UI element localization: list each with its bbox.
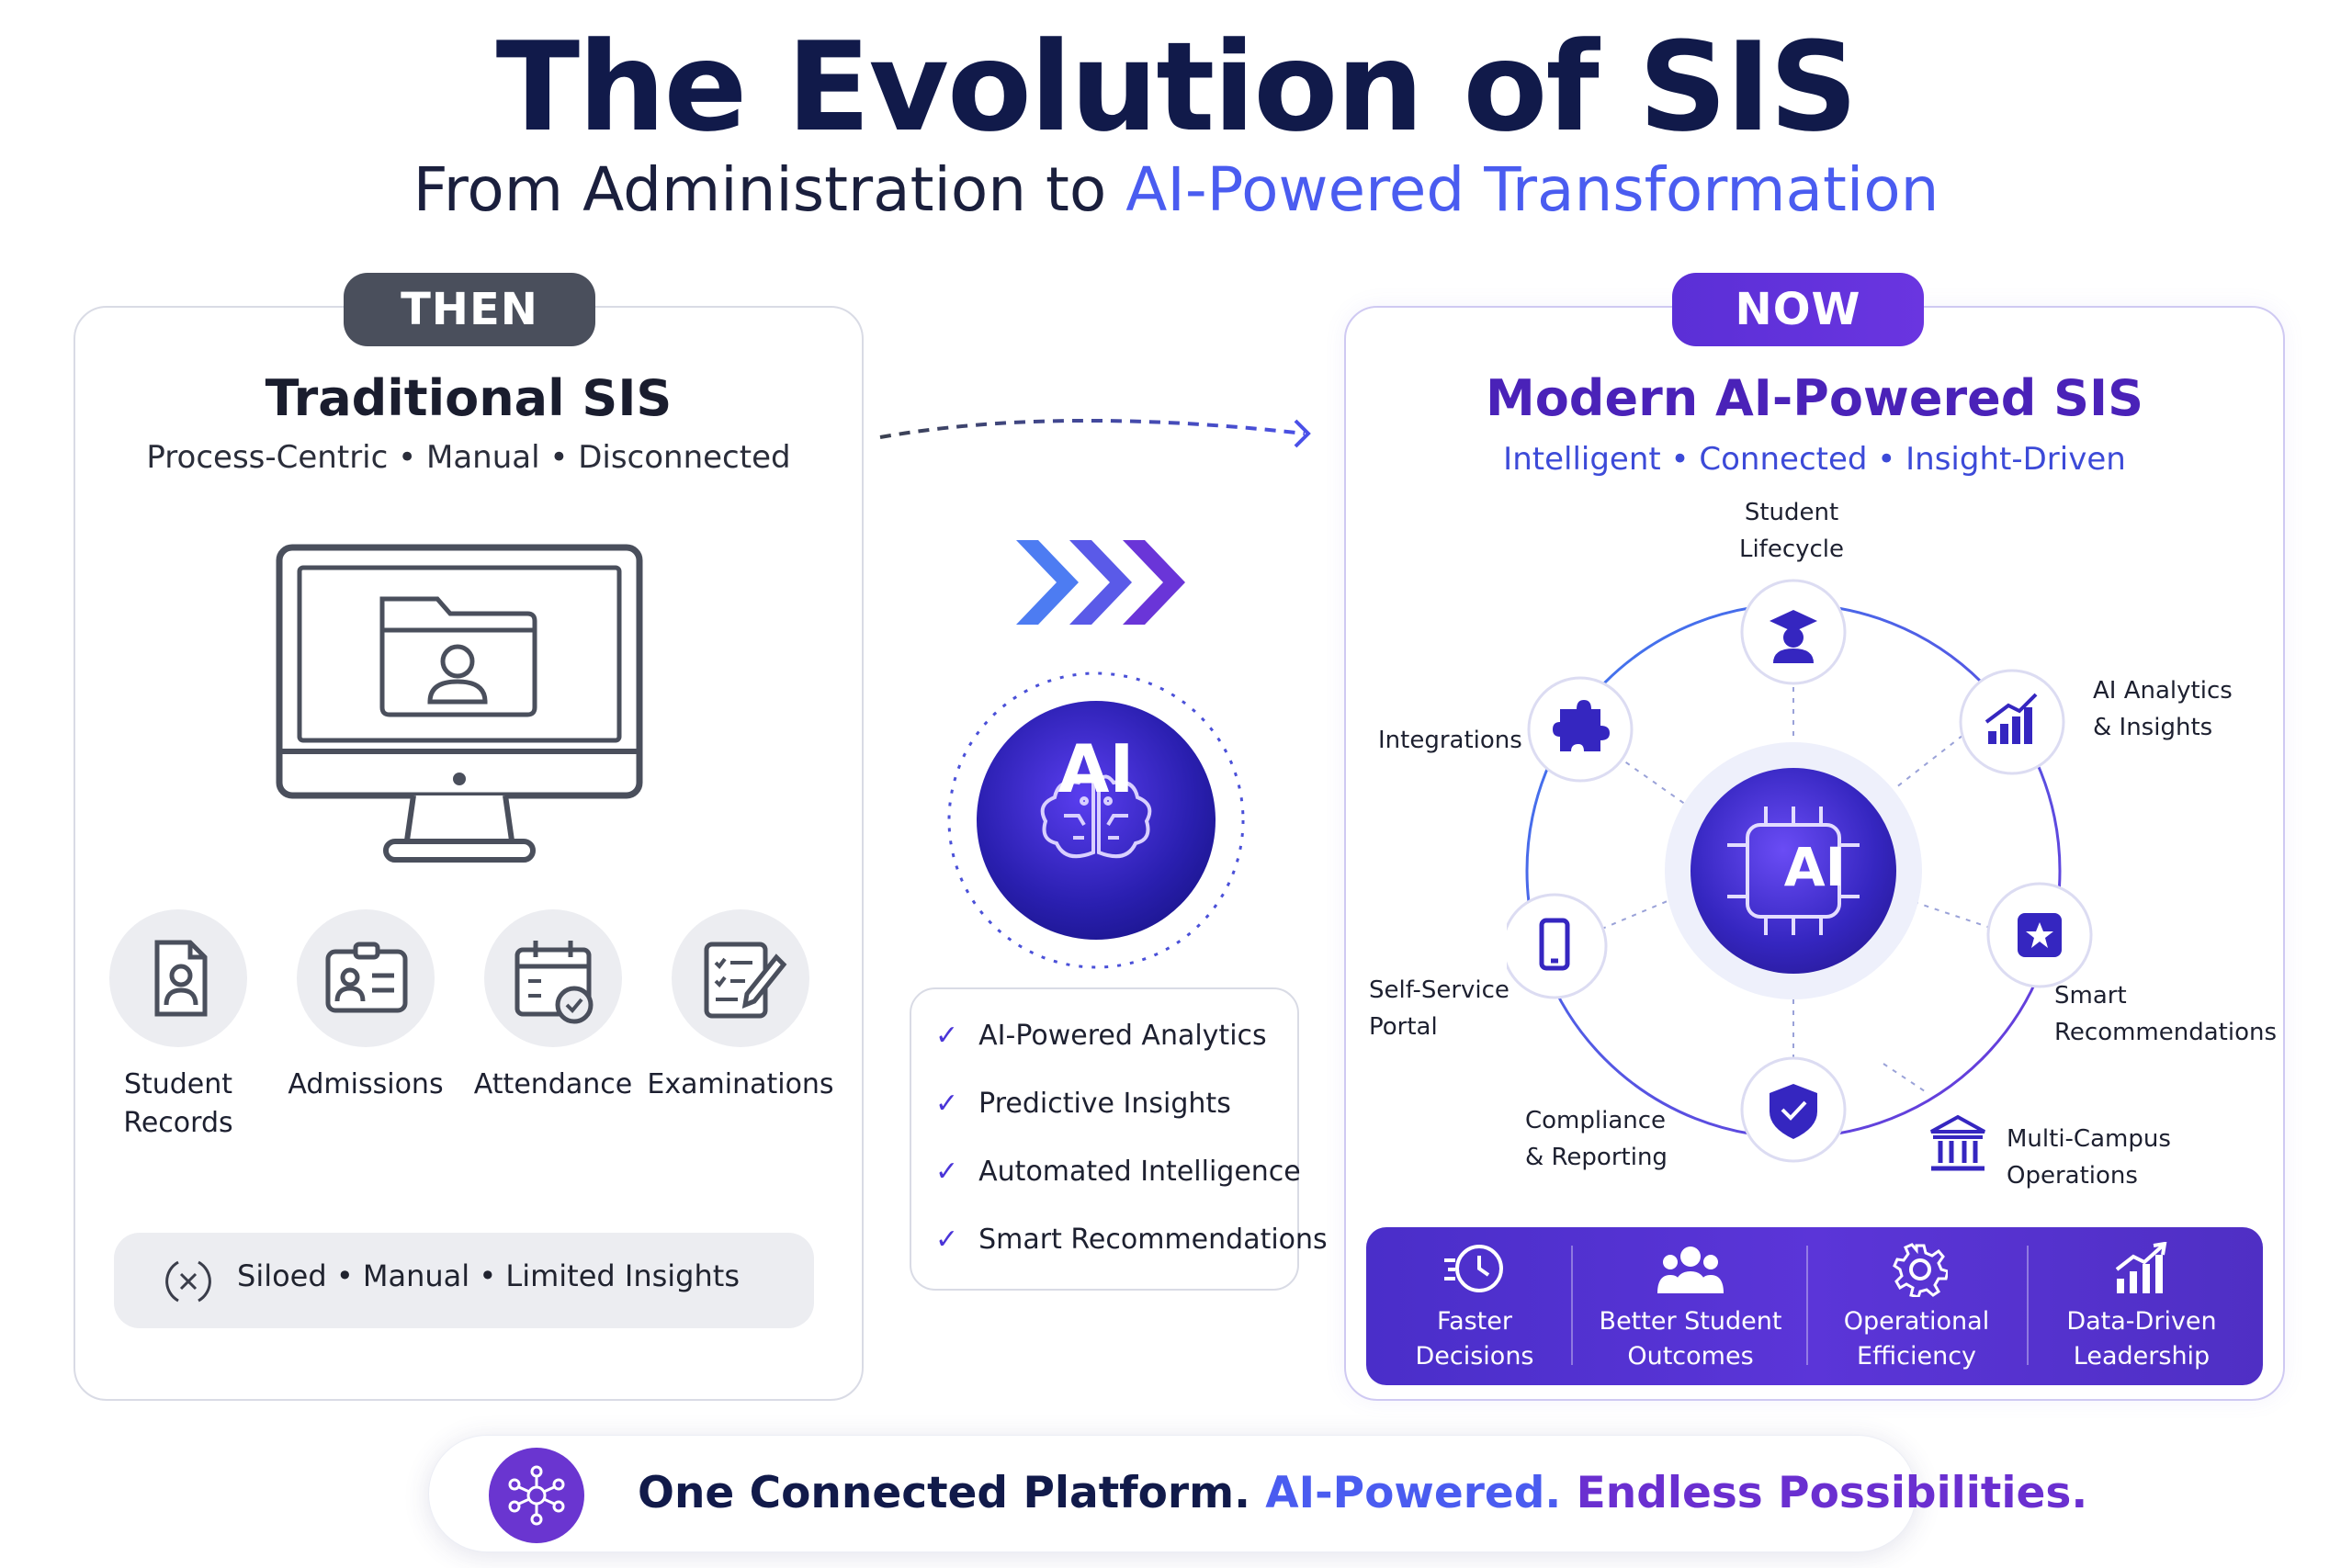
clock-fast-icon — [1444, 1245, 1503, 1292]
tagline-banner — [428, 1435, 1917, 1552]
page-title: The Evolution of SIS — [495, 16, 1859, 159]
node-label-compliance: Compliance& Reporting — [1525, 1107, 1668, 1171]
chevrons-forward-icon — [1016, 540, 1185, 625]
checklist-item: ✓Smart Recommendations — [935, 1224, 1328, 1256]
now-title: Modern AI-Powered SIS — [1485, 369, 2144, 427]
network-hub-icon — [489, 1448, 584, 1543]
benefit-divider — [1571, 1246, 1573, 1365]
hub-ai-label: AI — [1783, 836, 1846, 898]
admissions-label: Admissions — [288, 1068, 444, 1100]
brain-icon — [1040, 774, 1152, 859]
examinations-label: Examinations — [647, 1068, 834, 1100]
id-card-icon — [325, 942, 408, 1013]
ai-capabilities-checklist — [910, 987, 1299, 1291]
page-subtitle: From Administration to AI-Powered Transf… — [0, 154, 2352, 225]
benefit-divider — [1806, 1246, 1808, 1365]
check-icon: ✓ — [935, 1156, 959, 1188]
checklist-item: ✓Automated Intelligence — [935, 1156, 1301, 1188]
graduate-icon — [1770, 610, 1817, 663]
calendar-check-icon — [514, 941, 594, 1024]
benefit-divider — [2027, 1246, 2029, 1365]
close-circle-icon — [165, 1260, 211, 1303]
subtitle-prefix: From Administration to — [413, 154, 1126, 225]
gear-icon — [1893, 1243, 1948, 1297]
attendance-circle — [484, 909, 622, 1047]
checklist-item: ✓Predictive Insights — [935, 1088, 1231, 1120]
ai-badge-label: AI — [1057, 730, 1135, 807]
then-subtitle: Process-Centric • Manual • Disconnected — [146, 439, 791, 476]
then-pill: THEN — [344, 273, 595, 346]
attendance-label: Attendance — [473, 1068, 633, 1100]
ai-ecosystem-diagram — [1507, 579, 2093, 1163]
check-icon: ✓ — [935, 1088, 959, 1120]
chip-icon — [1727, 807, 1860, 935]
institution-building-icon — [1930, 1114, 1985, 1171]
check-icon: ✓ — [935, 1020, 959, 1052]
transition-arrow-icon — [879, 418, 1311, 448]
star-badge-icon — [2018, 913, 2062, 957]
then-title: Traditional SIS — [265, 369, 673, 427]
now-subtitle: Intelligent • Connected • Insight-Driven — [1503, 441, 2126, 478]
benefits-bar — [1366, 1227, 2263, 1385]
admissions-circle — [297, 909, 435, 1047]
ai-brain-badge — [947, 671, 1245, 969]
mobile-phone-icon — [1539, 918, 1570, 971]
check-icon: ✓ — [935, 1224, 959, 1256]
puzzle-icon — [1553, 700, 1610, 751]
examinations-circle — [672, 909, 809, 1047]
people-icon — [1657, 1247, 1724, 1293]
exam-pencil-icon — [704, 942, 787, 1019]
node-label-ai-analytics: AI Analytics& Insights — [2093, 677, 2233, 741]
shield-check-icon — [1770, 1084, 1817, 1139]
analytics-bars-icon — [1984, 693, 2038, 744]
node-label-integrations: Integrations — [1378, 727, 1522, 754]
monitor-folder-icon — [276, 544, 643, 863]
student-records-circle — [109, 909, 247, 1047]
limitations-bar — [114, 1233, 814, 1328]
tagline-text: One Connected Platform. AI-Powered. Endl… — [638, 1468, 2088, 1518]
checklist-item: ✓AI-Powered Analytics — [935, 1020, 1267, 1052]
now-pill: NOW — [1672, 273, 1924, 346]
bar-chart-up-icon — [2115, 1242, 2167, 1293]
student-record-icon — [154, 940, 208, 1017]
limitations-text: Siloed • Manual • Limited Insights — [237, 1258, 740, 1293]
subtitle-highlight: AI-Powered Transformation — [1125, 154, 1939, 225]
